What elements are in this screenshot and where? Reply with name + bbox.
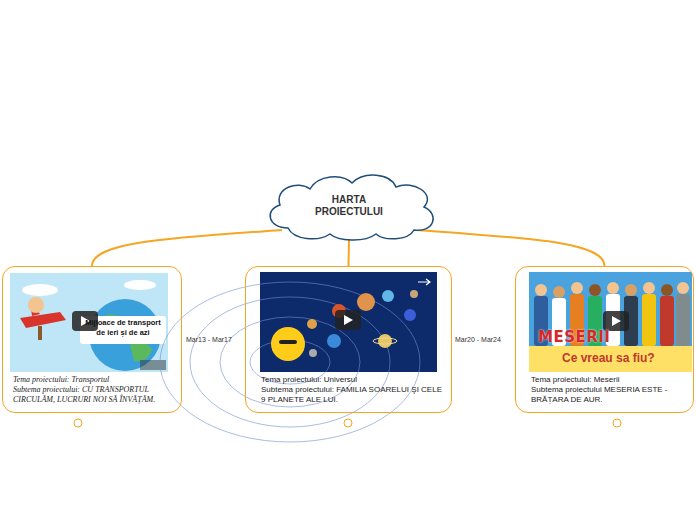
video-title: Mijloace de transport de ieri și de azi xyxy=(82,318,164,338)
cloud-title: HARTA PROIECTULUI xyxy=(309,194,389,218)
professions-image xyxy=(529,272,692,372)
solar-system-image xyxy=(160,272,437,442)
topic-theme: Tema proiectului: Meserii xyxy=(531,375,687,385)
branch-connector xyxy=(348,240,351,266)
transport-image xyxy=(10,273,168,372)
card-text-block: Tema proiectului: TransportulSubtema pro… xyxy=(13,375,175,405)
video-title: MESERII xyxy=(538,328,610,346)
topic-card: Tema proiectului: UniversulSubtema proie… xyxy=(245,266,452,413)
card-text-block: Tema proiectului: MeseriiSubtema proiect… xyxy=(531,375,687,405)
branch-connector xyxy=(416,230,605,266)
card-text-block: Tema proiectului: UniversulSubtema proie… xyxy=(261,375,445,405)
topic-subtheme: Subtema proiectului: FAMILIA SOARELUI ŞI… xyxy=(261,385,445,405)
video-title: Ce vreau sa fiu? xyxy=(562,351,655,365)
date-label: Mar13 - Mar17 xyxy=(186,336,232,343)
topic-theme: Tema proiectului: Universul xyxy=(261,375,445,385)
cloud-node: HARTA PROIECTULUI xyxy=(258,170,440,242)
topic-card: Tema proiectului: TransportulSubtema pro… xyxy=(2,266,182,413)
topic-subtheme: Subtema proiectului MESERIA ESTE - BRĂȚA… xyxy=(531,385,687,405)
topic-theme: Tema proiectului: Transportul xyxy=(13,375,175,385)
branch-connector xyxy=(92,230,282,266)
date-label: Mar20 - Mar24 xyxy=(455,336,501,343)
topic-subtheme: Subtema proiectului: CU TRANSPORTUL CIRC… xyxy=(13,385,175,405)
